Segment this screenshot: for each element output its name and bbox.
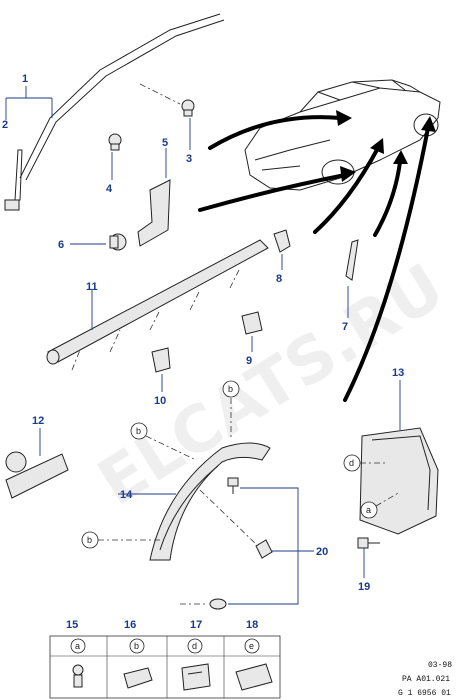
legend-part-18 [235, 663, 273, 691]
callout-13: 13 [392, 367, 404, 379]
callout-16: 16 [124, 619, 136, 631]
part-14-arch-liner [149, 442, 271, 561]
callout-12: 12 [32, 415, 44, 427]
svg-text:b: b [228, 384, 233, 394]
ref-b-bottom: b [81, 531, 99, 549]
callout-4: 4 [106, 183, 113, 195]
callout-5: 5 [162, 137, 168, 149]
part-10-clip [151, 347, 171, 373]
part-3-clip [181, 99, 195, 117]
legend-letter-d: d [192, 641, 197, 651]
callout-10: 10 [154, 395, 166, 407]
callout-19: 19 [358, 581, 370, 593]
legend-part-16 [123, 667, 153, 689]
callout-1: 1 [22, 73, 28, 85]
part-19-screw [357, 537, 380, 549]
svg-text:b: b [87, 535, 92, 545]
callout-14: 14 [120, 489, 133, 501]
svg-text:b: b [136, 426, 141, 436]
footer-code-1: PA A01.021 [402, 675, 450, 684]
callout-2: 2 [2, 119, 8, 131]
part-20-clip [255, 539, 273, 559]
svg-text:d: d [349, 458, 354, 468]
legend-letter-a: a [75, 641, 80, 651]
part-6-clip [109, 233, 127, 251]
legend-letter-b: b [134, 641, 139, 651]
ref-b-left: b [130, 422, 148, 440]
callout-3: 3 [186, 153, 192, 165]
callout-9: 9 [246, 355, 252, 367]
legend-part-17 [181, 663, 211, 691]
part-13-mudflap [359, 427, 439, 535]
footer-code-2: G 1 6956 01 [398, 689, 451, 698]
callout-8: 8 [276, 273, 282, 285]
callout-17: 17 [190, 619, 202, 631]
fastener-bottom [209, 598, 227, 610]
part-4-clip [108, 133, 122, 151]
part-1-window-moulding [4, 13, 225, 211]
callout-6: 6 [58, 239, 64, 251]
callout-7: 7 [342, 321, 348, 333]
ref-b-top: b [222, 380, 240, 398]
part-5-bracket [137, 179, 171, 247]
part-9-clip [241, 311, 263, 335]
legend-table: a b d e [49, 635, 281, 699]
svg-text:a: a [366, 505, 371, 515]
legend-part-15 [72, 664, 84, 688]
callout-20: 20 [316, 546, 328, 558]
ref-d: d [343, 454, 361, 472]
callout-11: 11 [86, 281, 98, 293]
footer-date: 03-98 [428, 661, 452, 670]
part-8-clip [273, 229, 291, 253]
legend-letter-e: e [249, 641, 254, 651]
callout-18: 18 [246, 619, 258, 631]
part-7-strip [345, 239, 359, 281]
part-11-moulding [46, 239, 269, 371]
ref-a: a [360, 501, 378, 519]
direction-arrows [198, 110, 436, 402]
callout-15: 15 [66, 619, 78, 631]
part-12-badge [5, 451, 69, 499]
fastener-screw [227, 477, 239, 494]
